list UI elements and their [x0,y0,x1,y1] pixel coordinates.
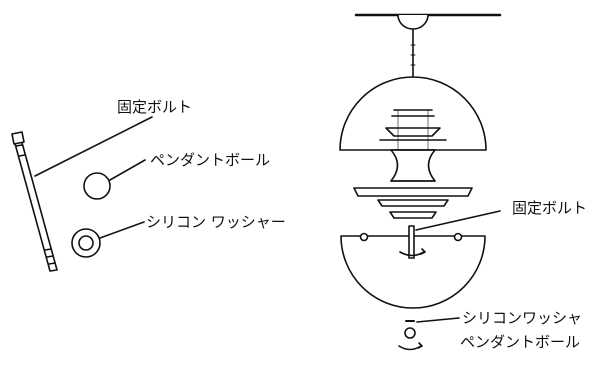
assembly-label-washer: シリコンワッシャ [462,309,582,327]
assembly-washer-ball [398,320,423,351]
pendant-ball-illustration [83,172,111,200]
washer-illustration [71,228,101,258]
parts-label-bolt: 固定ボルト [117,98,192,116]
ceiling-mount [354,13,502,87]
ball-leader-line [109,159,146,181]
assembly-label-bolt: 固定ボルト [512,199,587,217]
bolt-illustration [11,131,58,272]
lower-shade [340,232,486,309]
center-diffuser [390,149,436,182]
assembly-bolt-leader [415,210,501,231]
assembly-label-ball: ペンダントボール [460,333,580,351]
assembly-washer-leader [416,317,460,323]
lower-fins [353,187,473,219]
washer-leader-line [99,221,145,239]
upper-shade [339,76,487,151]
parts-label-ball: ペンダントボール [150,151,270,169]
bolt-leader-line [34,116,153,177]
parts-label-washer: シリコン ワッシャー [146,213,286,231]
assembly-bolt [399,225,426,259]
